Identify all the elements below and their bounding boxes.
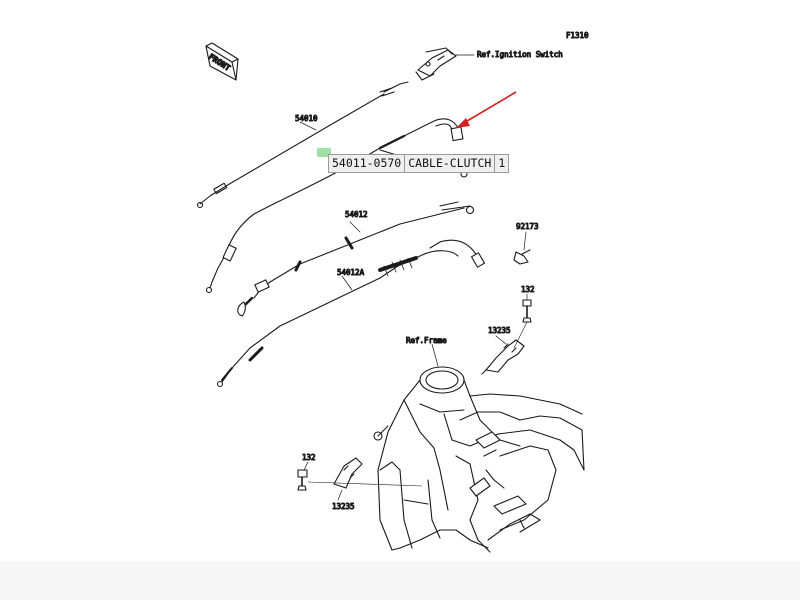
part-132-top-label: 132: [521, 285, 535, 294]
bracket-13235-top: [481, 339, 525, 375]
ignition-ref-label: Ref.Ignition Switch: [477, 50, 563, 59]
red-pointer-arrow: [456, 91, 517, 128]
bottom-strip: [0, 561, 800, 600]
tooltip-part-number: 54011-0570: [332, 156, 402, 170]
part-13235-top-label: 13235: [488, 326, 511, 335]
part-54012a-label: 54012A: [337, 268, 365, 277]
part-13235-bottom-label: 13235: [332, 502, 355, 511]
part-132-bottom-label: 132: [302, 453, 316, 462]
front-direction-icon: [205, 42, 239, 81]
bolt-132-top: [522, 299, 532, 323]
part-54012-label: 54012: [345, 210, 368, 219]
cable-clutch-54011: [205, 118, 468, 294]
motorcycle-frame: [373, 366, 585, 553]
part-tooltip: 54011-0570 CABLE-CLUTCH 1: [328, 154, 510, 173]
cable-54012: [237, 201, 486, 317]
part-92173-label: 92173: [516, 222, 539, 231]
ignition-mount-part: [415, 47, 457, 81]
clip-92173: [513, 249, 531, 265]
part-hotspot-marker[interactable]: [317, 148, 331, 157]
part-54010-label: 54010: [295, 114, 318, 123]
bolt-132-bottom: [297, 469, 308, 491]
cable-54010: [196, 81, 409, 209]
bracket-13235-bottom: [333, 457, 363, 489]
corner-code-label: F1310: [566, 31, 589, 40]
tooltip-description: CABLE-CLUTCH: [404, 155, 494, 172]
cable-54012a: [216, 250, 459, 388]
tooltip-quantity: 1: [494, 155, 508, 172]
frame-ref-label: Ref.Frame: [406, 336, 447, 345]
